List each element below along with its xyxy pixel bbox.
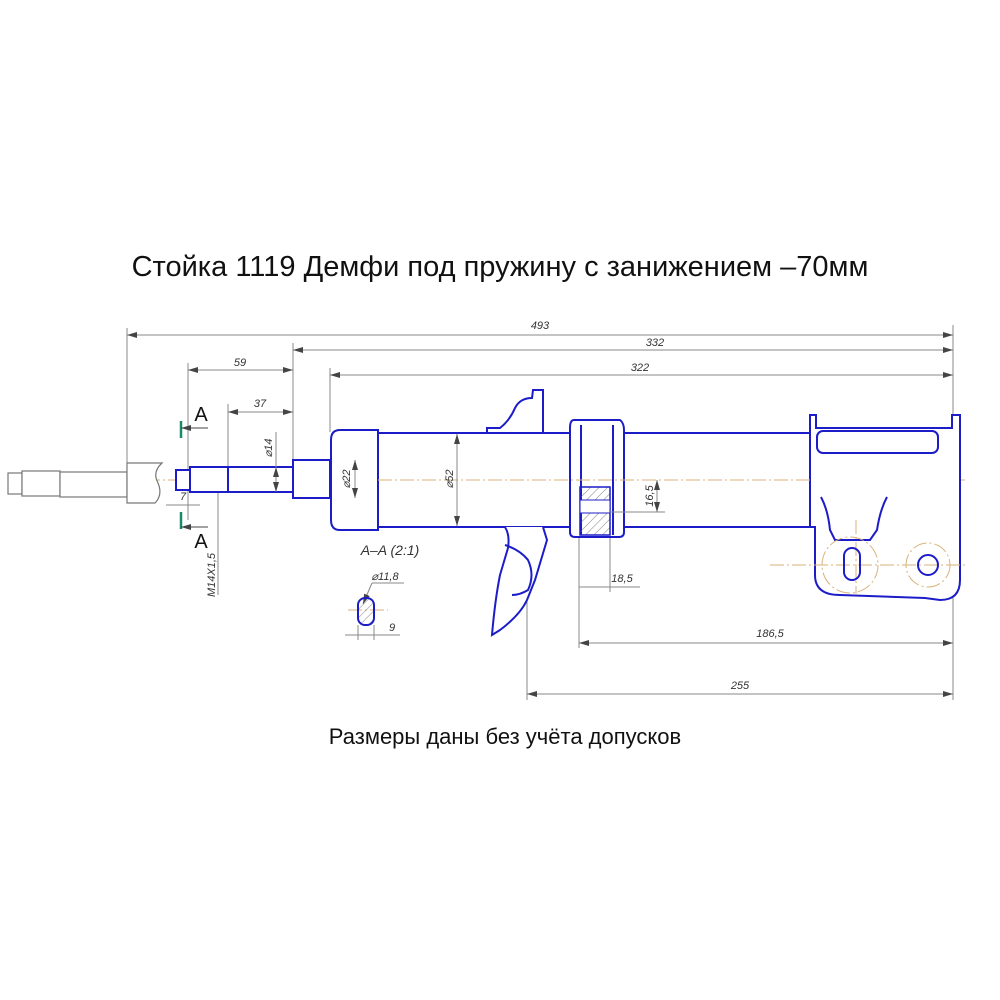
dim-16-5: 16,5 bbox=[644, 484, 656, 506]
dim-7: 7 bbox=[180, 491, 187, 503]
dim-255: 255 bbox=[730, 680, 750, 692]
section-view bbox=[345, 582, 404, 640]
dim-overall-length: 493 bbox=[531, 320, 550, 332]
mount-slot-hole bbox=[843, 547, 861, 581]
dimension-lines bbox=[127, 332, 953, 697]
dim-59: 59 bbox=[234, 357, 246, 369]
dim-322: 322 bbox=[631, 362, 649, 374]
section-view-label: A–A (2:1) bbox=[360, 542, 420, 558]
dim-phi22: ⌀22 bbox=[341, 470, 353, 489]
extended-rod-outline bbox=[7, 462, 164, 504]
dim-332: 332 bbox=[646, 337, 664, 349]
dim-phi14: ⌀14 bbox=[263, 439, 275, 458]
section-marks bbox=[179, 421, 208, 530]
dim-18-5: 18,5 bbox=[611, 573, 633, 585]
dim-186-5: 186,5 bbox=[756, 628, 784, 640]
section-label-top: A bbox=[194, 404, 208, 426]
section-width: 9 bbox=[389, 622, 395, 634]
mount-round-hole bbox=[917, 554, 939, 576]
section-diameter: ⌀11,8 bbox=[371, 571, 399, 583]
dim-thread: M14X1,5 bbox=[206, 552, 218, 597]
strut-body bbox=[175, 389, 965, 637]
drawing-title: Стойка 1119 Демфи под пружину с занижени… bbox=[132, 251, 869, 283]
mount-circle-left bbox=[821, 536, 879, 594]
section-label-bottom: A bbox=[194, 531, 208, 553]
tolerance-note: Размеры даны без учёта допусков bbox=[329, 724, 681, 749]
dim-phi52: ⌀52 bbox=[444, 470, 456, 489]
dim-37: 37 bbox=[254, 398, 267, 410]
